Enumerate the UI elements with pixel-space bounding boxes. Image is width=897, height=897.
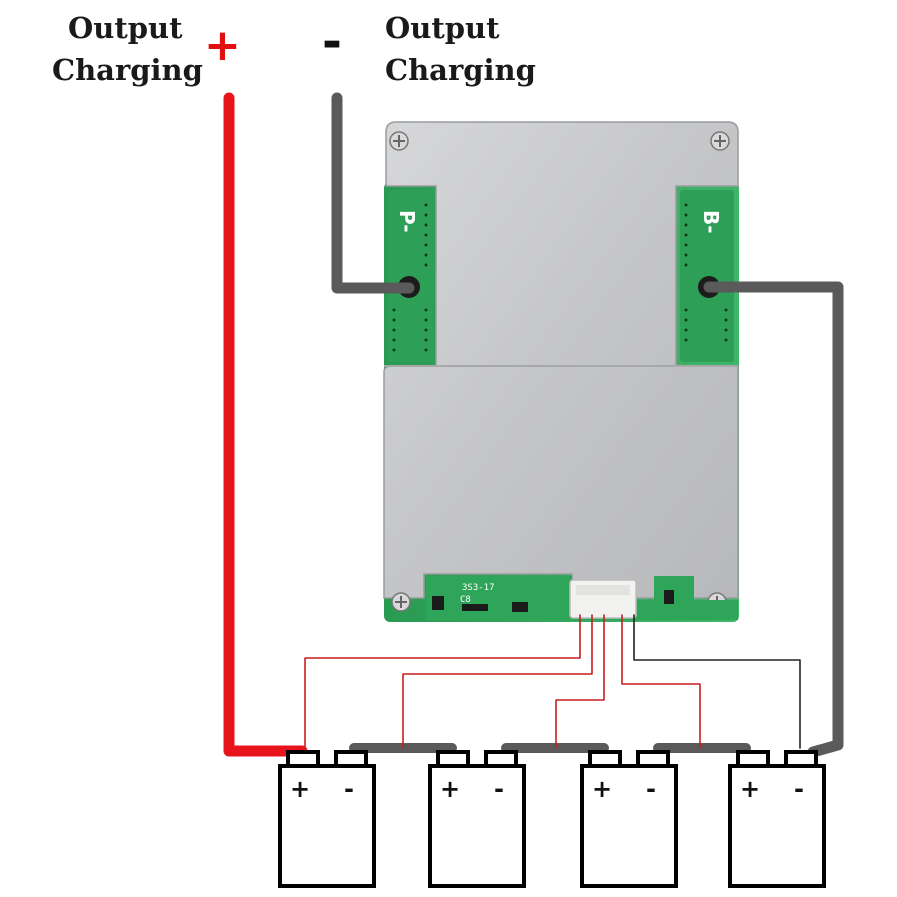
positive-output-wire (223, 92, 308, 757)
positive-label-line2: Charging (52, 53, 203, 87)
smd-component (664, 590, 674, 604)
battery-cell-1: + - (278, 750, 376, 888)
screw-icon (391, 592, 411, 612)
smd-component (462, 604, 488, 611)
pad-right-label: B- (699, 210, 723, 234)
screw-icon (710, 131, 730, 151)
pad-left-contacts (392, 203, 428, 352)
sense-wire-2 (402, 614, 593, 749)
smd-component (512, 602, 528, 612)
cell-body (428, 764, 526, 888)
cell-minus-label: - (794, 775, 804, 803)
negative-output-label: - Output Charging (322, 11, 536, 87)
cell-terminal (784, 750, 818, 768)
cell-body (278, 764, 376, 888)
cell-plus-label: + (740, 775, 760, 803)
b-minus-wire (703, 281, 844, 758)
cell-terminal (588, 750, 622, 768)
cell-terminal (484, 750, 518, 768)
pcb-bottom-strip (426, 576, 572, 620)
negative-symbol: - (322, 14, 342, 70)
cell-plus-label: + (592, 775, 612, 803)
cell-plus-label: + (290, 775, 310, 803)
screw-icon (389, 131, 409, 151)
battery-cell-2: + - (428, 750, 526, 888)
cell-body (728, 764, 826, 888)
negative-label-line1: Output (385, 11, 500, 45)
cell-minus-label: - (646, 775, 656, 803)
cell-body (580, 764, 678, 888)
sense-wire-1 (304, 614, 581, 749)
pad-right-contacts (684, 203, 728, 342)
cell-terminal (736, 750, 770, 768)
positive-label-line1: Output (68, 11, 183, 45)
pcb-silkscreen-2: C8 (460, 595, 471, 605)
sense-wire-4 (621, 614, 701, 749)
bms-board: P- B- (383, 121, 739, 622)
sense-wire-3 (555, 614, 605, 749)
wires (223, 92, 844, 758)
cell-terminal (286, 750, 320, 768)
positive-symbol: + (204, 20, 241, 71)
cell-terminal (334, 750, 368, 768)
battery-cell-3: + - (580, 750, 678, 888)
pad-left-label: P- (395, 210, 419, 233)
smd-component (432, 596, 444, 610)
negative-output-wire (331, 92, 415, 294)
sense-wire-ground (633, 614, 801, 749)
negative-label-line2: Charging (385, 53, 536, 87)
cell-minus-label: - (494, 775, 504, 803)
battery-cell-4: + - (728, 750, 826, 888)
pcb-pad-right (680, 190, 734, 362)
cell-terminal (436, 750, 470, 768)
positive-output-label: Output Charging + (52, 11, 241, 87)
pcb-silkscreen: 3S3-17 (462, 583, 495, 593)
cell-minus-label: - (344, 775, 354, 803)
pcb-pad-left (388, 190, 432, 362)
cell-plus-label: + (440, 775, 460, 803)
cell-terminal (636, 750, 670, 768)
balance-connector-top (576, 585, 630, 595)
